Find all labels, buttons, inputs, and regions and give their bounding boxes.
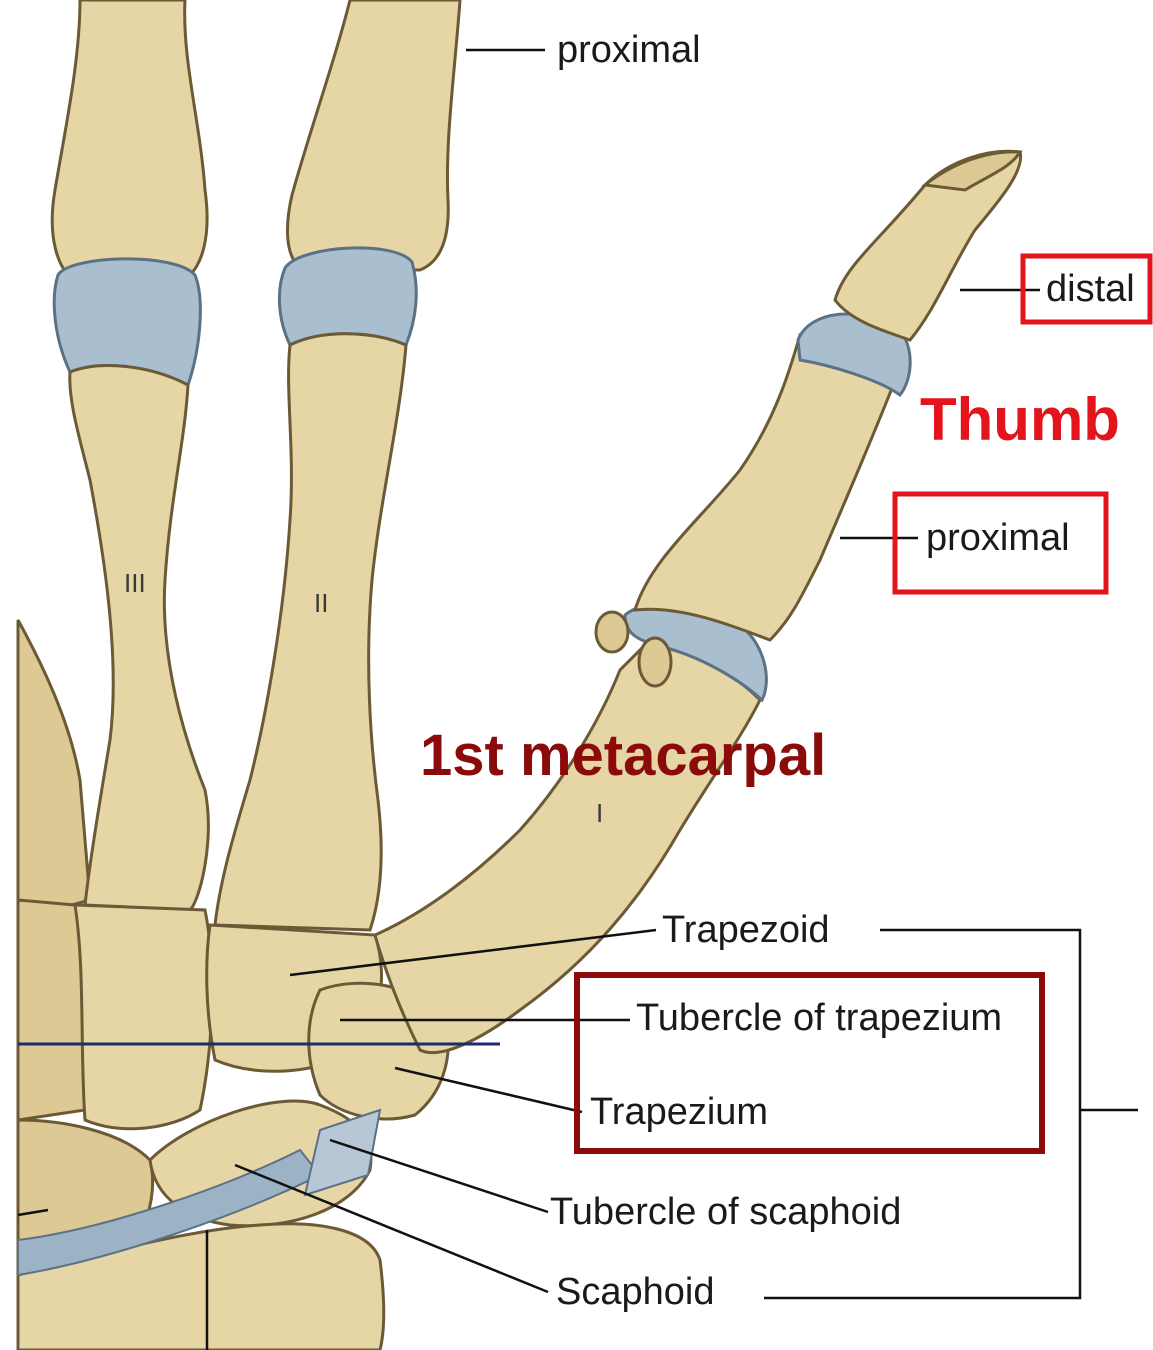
- label-distal: distal: [1046, 268, 1135, 310]
- first-metacarpal-bone: [375, 640, 760, 1053]
- index-mcp-cartilage: [279, 248, 416, 345]
- label-tubercle-of-trapezium: Tubercle of trapezium: [636, 997, 1002, 1039]
- index-proximal-phalanx: [287, 0, 460, 270]
- label-proximal-top: proximal: [557, 29, 701, 71]
- thumb-sesamoid-2: [639, 638, 671, 686]
- roman-ii-label: II: [314, 588, 328, 618]
- metacarpal-iii: [70, 366, 209, 910]
- carpal-capitate: [75, 905, 212, 1129]
- thumb-proximal-phalanx: [635, 335, 905, 640]
- metacarpal-ii: [215, 334, 406, 930]
- middle-proximal-phalanx: [52, 0, 207, 275]
- label-trapezoid: Trapezoid: [662, 909, 830, 951]
- label-proximal-thumb: proximal: [926, 517, 1070, 559]
- label-scaphoid: Scaphoid: [556, 1271, 714, 1313]
- label-thumb: Thumb: [920, 386, 1120, 453]
- roman-i-label: I: [596, 798, 603, 828]
- labels: proximal distal Thumb proximal 1st metac…: [420, 29, 1135, 1313]
- bones-illustration: III II I: [18, 0, 1021, 1350]
- label-tubercle-of-scaphoid: Tubercle of scaphoid: [550, 1191, 901, 1233]
- roman-iii-label: III: [124, 568, 146, 598]
- label-trapezium: Trapezium: [590, 1091, 768, 1133]
- carpal-bracket: [764, 930, 1080, 1298]
- label-first-metacarpal: 1st metacarpal: [420, 723, 826, 788]
- thumb-distal-phalanx: [835, 151, 1021, 340]
- left-edge-bone: [18, 620, 90, 920]
- thumb-sesamoid-1: [596, 612, 628, 652]
